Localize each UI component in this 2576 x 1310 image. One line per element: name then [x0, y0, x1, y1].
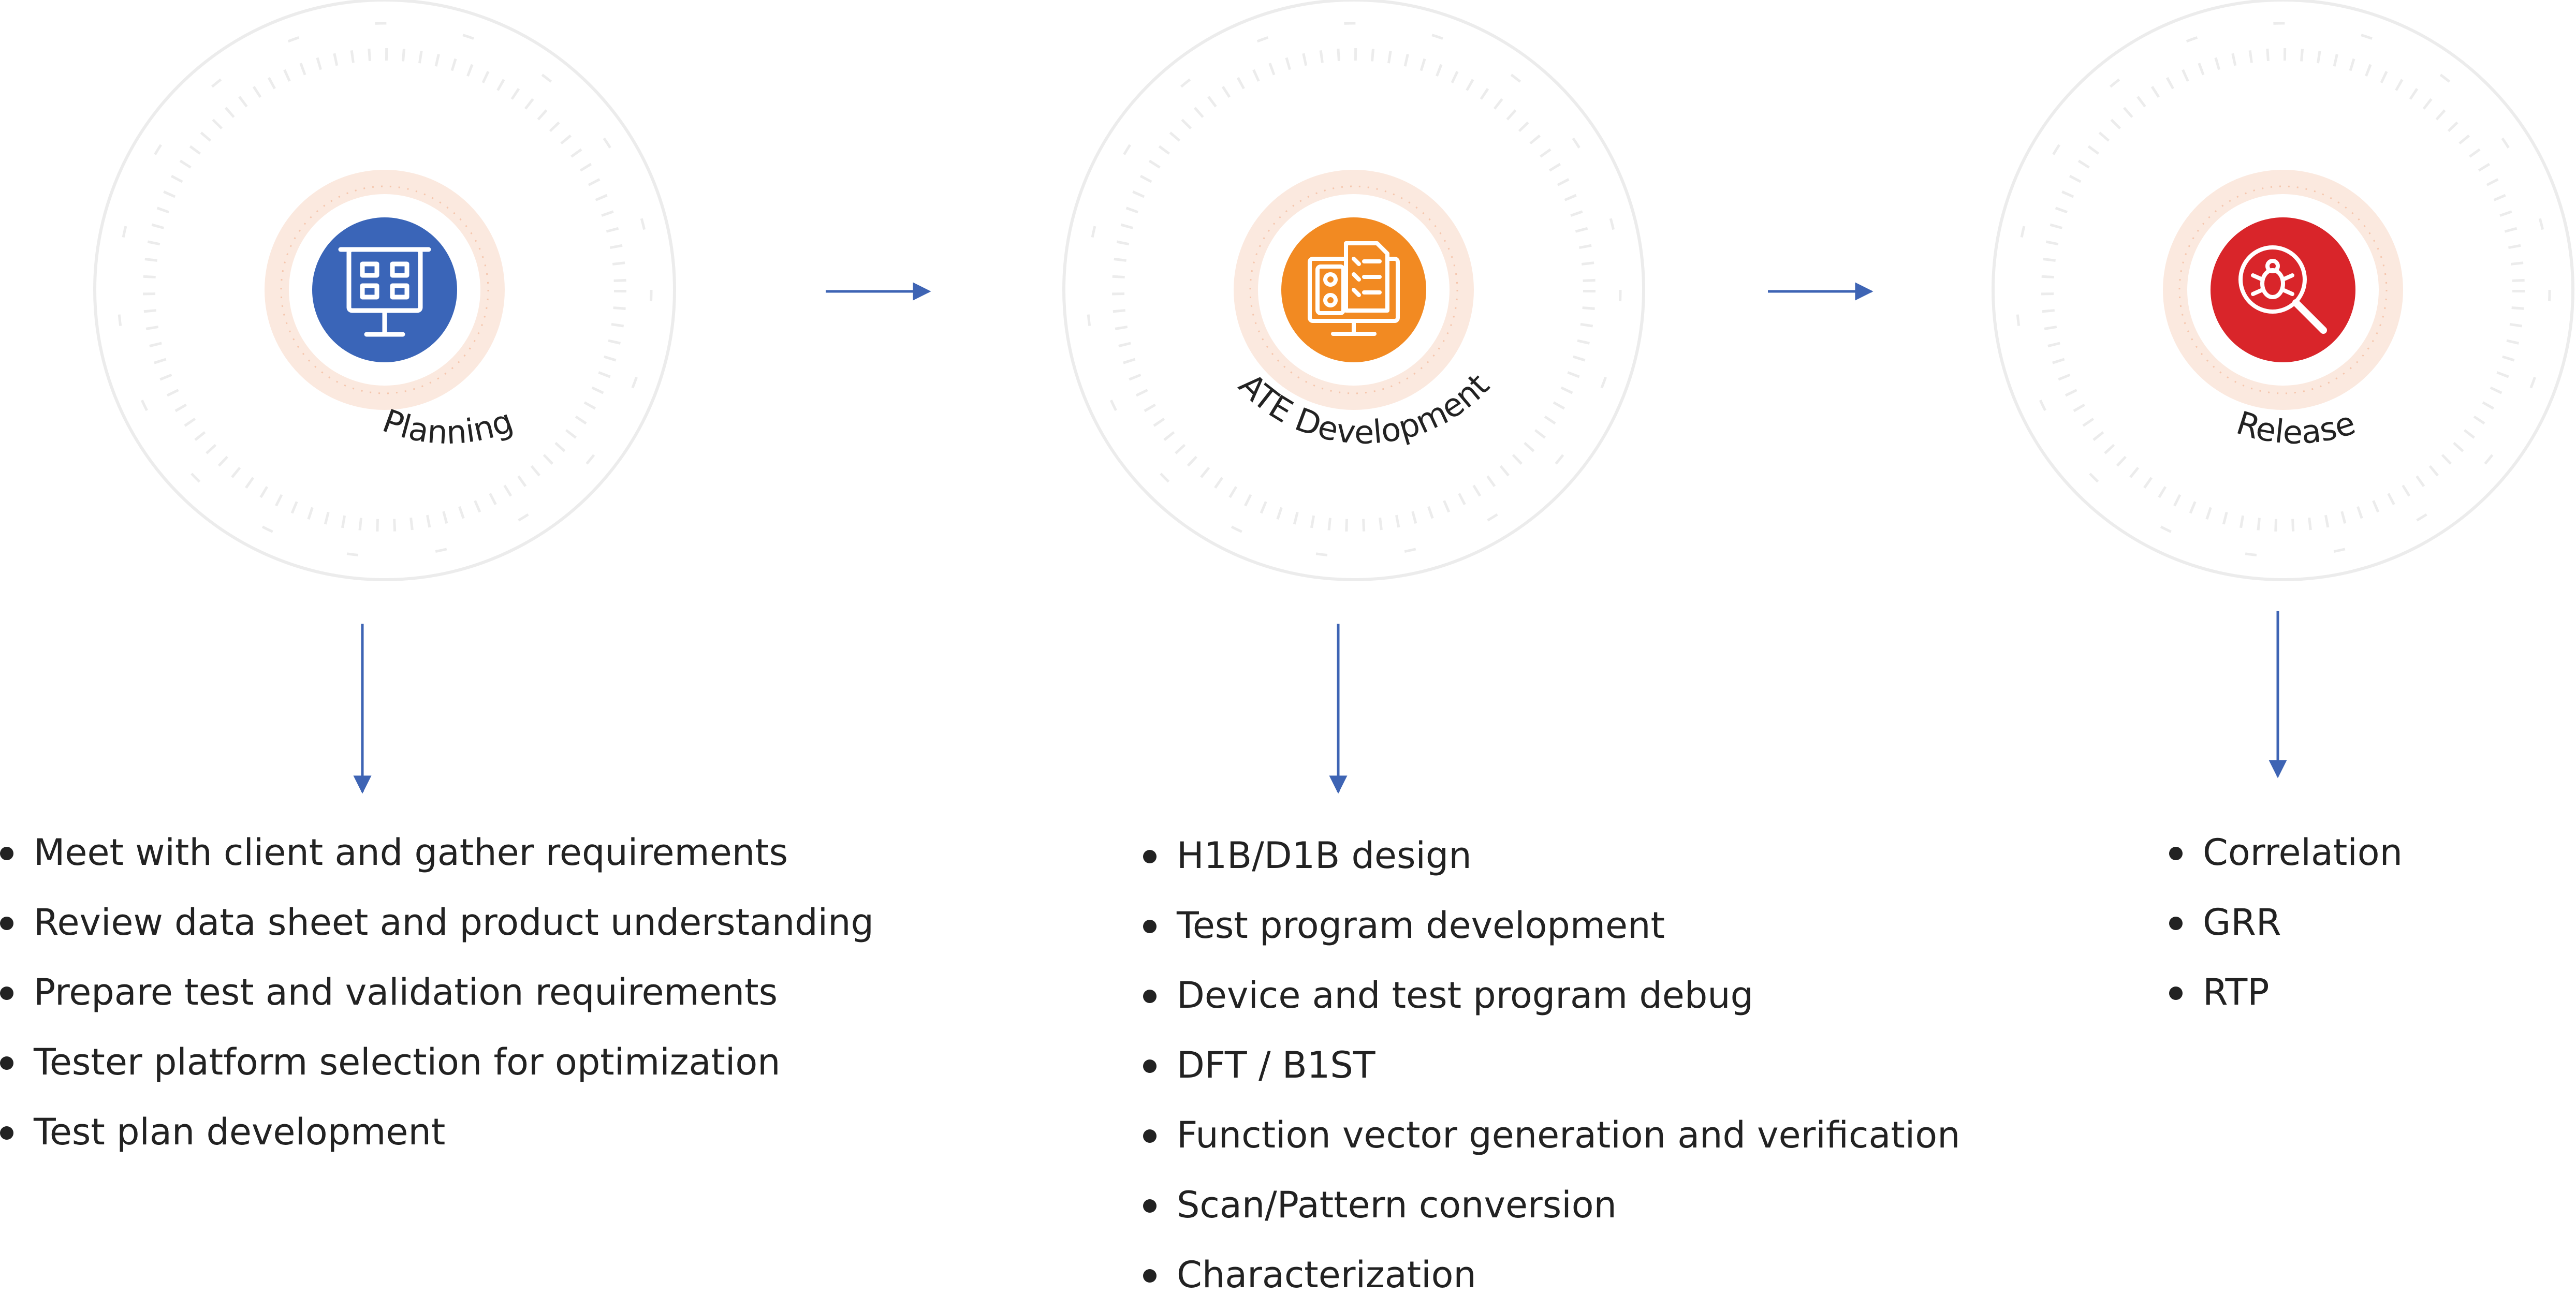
stage-ate-development: ATE Development [1062, 0, 1645, 581]
monitor-checklist-icon [1308, 241, 1400, 336]
ate-development-task-list: H1B/D1B design Test program development … [1143, 821, 1960, 1310]
list-item: RTP [2169, 958, 2403, 1027]
bug-search-icon [2238, 245, 2327, 334]
list-item: Scan/Pattern conversion [1143, 1170, 1960, 1240]
list-item: Correlation [2169, 818, 2403, 888]
list-item: Prepare test and validation requirements [0, 958, 874, 1027]
list-item: Device and test program debug [1143, 961, 1960, 1031]
stage-label-planning: Planning [378, 402, 518, 451]
release-task-list: Correlation GRR RTP [2169, 818, 2403, 1027]
stage-planning: Planning [93, 0, 676, 581]
list-item: Test plan development [0, 1097, 874, 1167]
list-item: Meet with client and gather requirements [0, 818, 874, 888]
decorative-rings [1062, 0, 1645, 581]
presentation-board-icon [338, 247, 431, 337]
stage-release: Release [1992, 0, 2574, 581]
stage-label-release: Release [2232, 404, 2360, 451]
list-item: Function vector generation and verificat… [1143, 1100, 1960, 1170]
planning-task-list: Meet with client and gather requirements… [0, 818, 874, 1167]
list-item: H1B/D1B design [1143, 821, 1960, 891]
list-item: Test program development [1143, 891, 1960, 961]
list-item: GRR [2169, 888, 2403, 958]
decorative-rings [93, 0, 676, 581]
list-item: Tester platform selection for optimizati… [0, 1027, 874, 1097]
decorative-rings [1992, 0, 2574, 581]
list-item: Characterization [1143, 1240, 1960, 1310]
list-item: DFT / B1ST [1143, 1031, 1960, 1100]
list-item: Review data sheet and product understand… [0, 888, 874, 958]
planning-icon-circle [312, 217, 457, 362]
